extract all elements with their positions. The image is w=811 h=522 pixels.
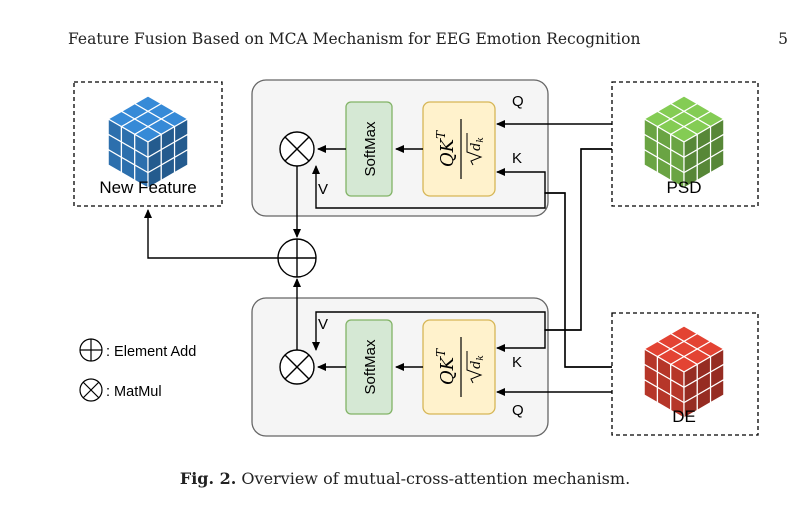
top-formula: QKT dk [434, 119, 486, 179]
output-box [73, 81, 223, 207]
figure-caption-text: Overview of mutual-cross-attention mecha… [241, 469, 630, 488]
top-k-label: K [512, 150, 522, 167]
bottom-v-label: V [318, 316, 328, 333]
output-label: New Feature [99, 178, 196, 197]
output-cube-icon [106, 95, 190, 190]
top-formula-numerator: QK [437, 137, 458, 167]
running-title: Feature Fusion Based on MCA Mechanism fo… [68, 30, 640, 48]
psd-box [611, 81, 759, 207]
svg-text:dk: dk [469, 355, 486, 369]
de-label: DE [672, 407, 696, 426]
legend-add-label: : Element Add [106, 344, 196, 360]
psd-label: PSD [667, 178, 702, 197]
de-box [611, 312, 759, 436]
svg-text:QKT: QKT [434, 348, 458, 385]
top-v-label: V [318, 181, 328, 198]
svg-text:dk: dk [469, 137, 486, 151]
svg-text:QKT: QKT [434, 130, 458, 167]
page-number: 5 [778, 30, 788, 48]
bottom-k-label: K [512, 354, 522, 371]
top-formula-denominator: d [469, 143, 484, 151]
legend: : Element Add : MatMul [79, 338, 196, 402]
connections [144, 120, 612, 396]
legend-matmul-label: : MatMul [106, 384, 162, 400]
top-formula-superscript: T [434, 130, 448, 139]
de-cube-icon [642, 325, 726, 420]
bottom-q-label: Q [512, 402, 524, 419]
top-q-label: Q [512, 93, 524, 110]
psd-cube-icon [642, 95, 726, 190]
bottom-formula-superscript: T [434, 348, 448, 357]
bottom-formula-subscript: k [476, 355, 486, 360]
bottom-softmax-label: SoftMax [362, 339, 379, 395]
figure-caption: Fig. 2. Overview of mutual-cross-attenti… [180, 469, 630, 488]
bottom-formula-numerator: QK [437, 355, 458, 385]
bottom-formula-denominator: d [469, 361, 484, 369]
top-softmax-label: SoftMax [362, 121, 379, 177]
figure-caption-label: Fig. 2. [180, 469, 236, 488]
bottom-formula-box [422, 319, 496, 415]
top-formula-box [422, 101, 496, 197]
bottom-formula: QKT dk [434, 337, 486, 397]
top-formula-subscript: k [476, 137, 486, 142]
